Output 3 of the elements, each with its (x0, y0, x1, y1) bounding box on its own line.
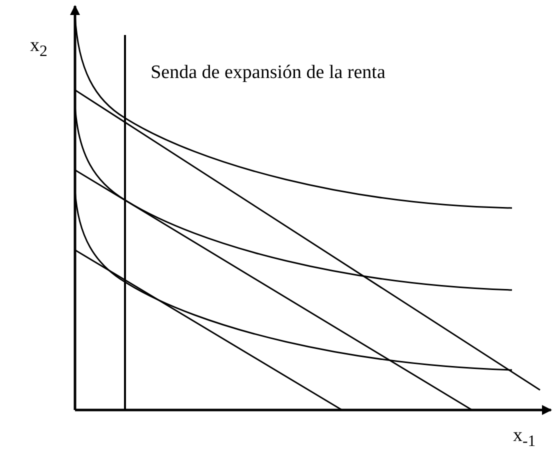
axis-label: x$_{2}$ (30, 35, 48, 61)
axis-label: x$_{-1}$ (513, 425, 536, 451)
curve-label: Senda de expansión de la renta (150, 62, 386, 84)
